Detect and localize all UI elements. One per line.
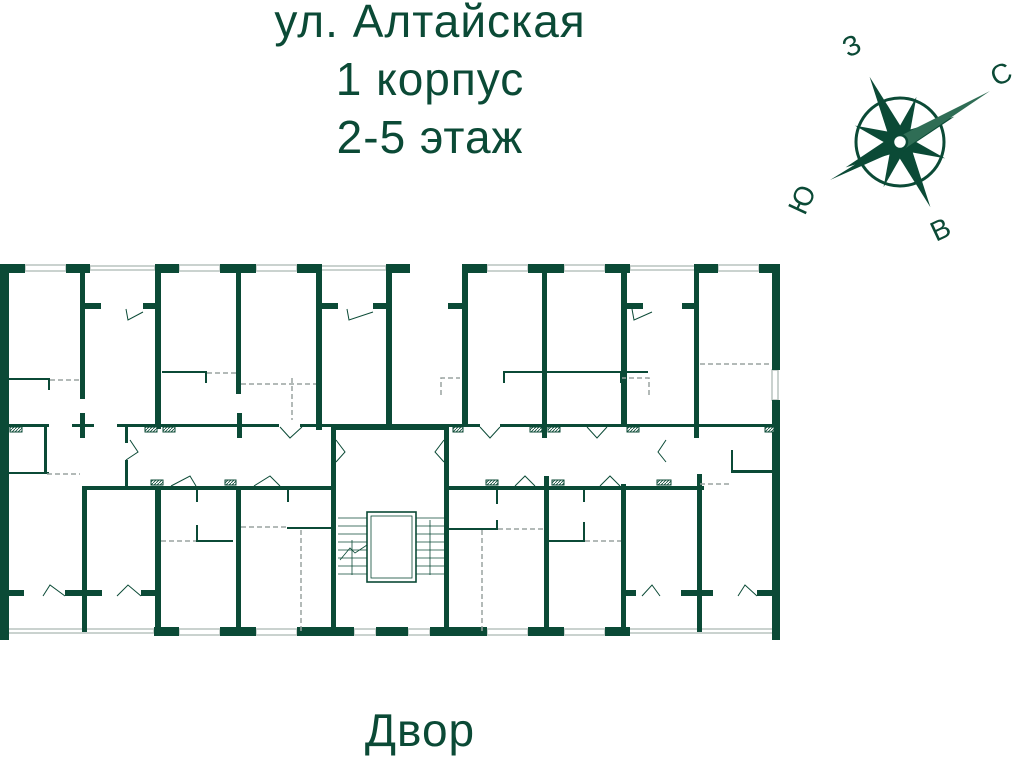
floor-range: 2-5 этаж: [336, 111, 524, 163]
compass-north-label: С: [985, 56, 1016, 93]
building-number: 1 корпус: [335, 53, 525, 105]
compass-west-label: З: [837, 28, 865, 63]
shafts: [9, 426, 775, 486]
stairwell: [338, 511, 444, 583]
floor-plan-drawing: [0, 264, 780, 640]
stair-treads: [338, 517, 444, 575]
floor-plan-title: ул. Алтайская 1 корпус 2-5 этаж: [180, 0, 680, 166]
door-swings: [42, 308, 758, 597]
dashed-partitions: [47, 363, 772, 632]
windows-bottom: [7, 369, 779, 636]
corridor-walls: [335, 427, 445, 430]
street-name: ул. Алтайская: [274, 0, 586, 47]
interior-walls: [8, 264, 780, 632]
courtyard-label: Двор: [364, 704, 476, 756]
compass-south-label: Ю: [782, 180, 822, 219]
compass-icon: З С Ю В: [782, 28, 1017, 247]
compass-east-label: В: [925, 211, 955, 247]
